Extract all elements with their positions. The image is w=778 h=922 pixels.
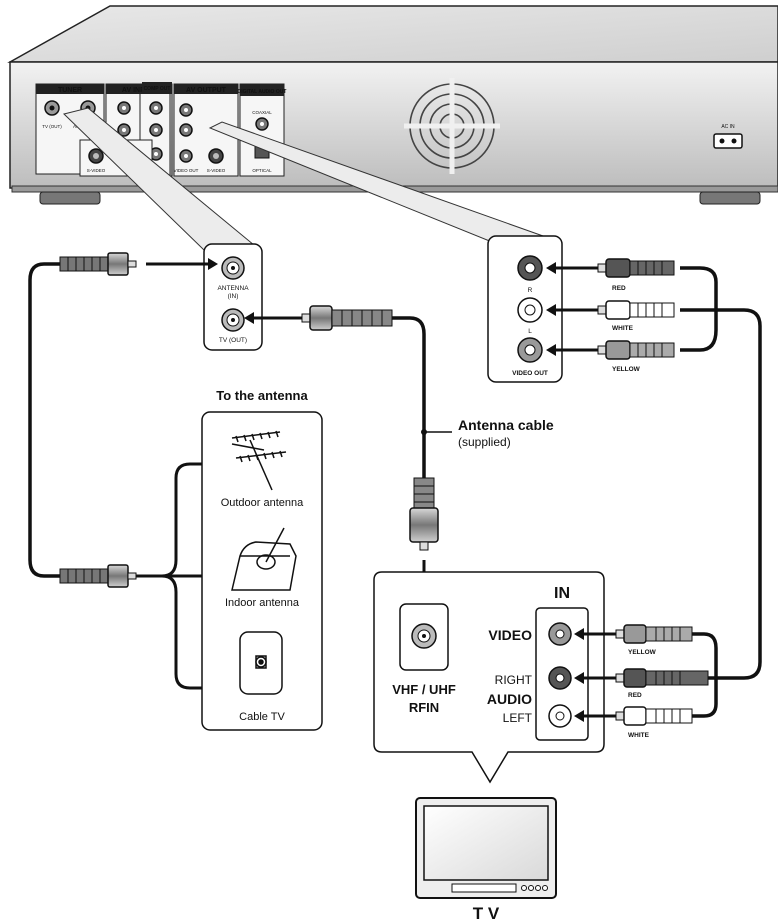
device-foot-left [39, 191, 101, 205]
antenna-in-paren: (IN) [228, 293, 239, 300]
white-cable-label-top: WHITE [612, 325, 634, 332]
white-rca-plug-top [597, 300, 675, 320]
av-input-header: AV INPUT [122, 87, 155, 94]
rf-label-line2: RFIN [409, 700, 439, 715]
av-output-jacks [179, 103, 224, 164]
tv-icon [415, 797, 557, 899]
antenna-callout: ANTENNA (IN) TV (OUT) [203, 243, 263, 351]
tuner-tv-out-label: TV (OUT) [42, 124, 62, 129]
outdoor-antenna-icon [231, 430, 287, 491]
dvd-player-device: TUNER AV INPUT COMP OUT AV OUTPUT DIGITA… [7, 5, 778, 205]
video-out-label: VIDEO OUT [174, 168, 199, 173]
indoor-antenna-label: Indoor antenna [225, 597, 300, 609]
audio-r-jack [517, 255, 543, 281]
rf-label-line1: VHF / UHF [392, 682, 456, 697]
red-rca-plug-bottom [615, 668, 709, 688]
coax-plug-lower [59, 564, 137, 588]
device-foot-right [699, 191, 761, 205]
cooling-fan-icon [404, 78, 500, 174]
tv-right-label: RIGHT [495, 673, 533, 687]
comp-out-header: COMP OUT [144, 86, 171, 92]
tv-video-in-jack [548, 622, 572, 646]
s-video-in-jack [88, 148, 104, 164]
indoor-antenna-icon [231, 527, 297, 591]
red-cable-label-bottom: RED [628, 692, 642, 699]
tuner-tv-out-jack [44, 100, 60, 116]
red-rca-plug-top [597, 258, 675, 278]
tv-audio-left-jack [548, 704, 572, 728]
antenna-in-label: ANTENNA [217, 285, 249, 292]
yellow-rca-plug-top [597, 340, 675, 360]
yellow-rca-plug-bottom [615, 624, 693, 644]
av-output-callout: R L VIDEO OUT [487, 235, 563, 383]
audio-r-label: R [528, 287, 533, 294]
antenna-cable-note: (supplied) [458, 435, 511, 449]
tv-rf-in-jack [411, 623, 437, 649]
tv-out-label: TV (OUT) [219, 337, 247, 344]
white-cable-label-bottom: WHITE [628, 732, 650, 739]
video-out-callout-label: VIDEO OUT [512, 370, 548, 377]
red-cable-label-top: RED [612, 285, 626, 292]
tuner-header: TUNER [58, 87, 82, 94]
yellow-cable-label-top: YELLOW [612, 366, 641, 373]
outdoor-antenna-label: Outdoor antenna [221, 497, 304, 509]
antenna-sources-panel: To the antenna Outdoor antenna Indoor an… [201, 388, 323, 731]
yellow-cable-label-bottom: YELLOW [628, 649, 657, 656]
tv-caption: T V [473, 904, 500, 922]
audio-l-jack [517, 297, 543, 323]
antenna-feed-cable [28, 252, 218, 694]
rca-cable-set-top: RED WHITE YELLOW [546, 258, 762, 680]
cable-tv-wall-outlet-icon [239, 631, 283, 695]
tv-video-label: VIDEO [488, 627, 532, 643]
s-video-label: S-VIDEO [87, 168, 106, 173]
tv-audio-right-jack [548, 666, 572, 690]
ac-in-label: AC IN [721, 124, 735, 130]
tv-audio-label: AUDIO [487, 691, 532, 707]
tv-left-label: LEFT [503, 711, 533, 725]
antenna-in-jack [221, 256, 245, 280]
coaxial-label: COAXIAL [252, 110, 272, 115]
coaxial-jack [255, 117, 269, 131]
rca-cable-set-bottom: YELLOW RED WHITE [574, 624, 718, 739]
tv-in-header: IN [554, 585, 570, 602]
av-output-header: AV OUTPUT [186, 87, 227, 94]
cable-tv-label: Cable TV [239, 711, 285, 723]
coax-plug-tv-out [301, 305, 393, 331]
optical-label: OPTICAL [252, 168, 272, 173]
tv-out-jack [221, 308, 245, 332]
device-top-face [7, 5, 778, 63]
av-input-jacks [117, 101, 163, 161]
digital-audio-header: DIGITAL AUDIO OUT [238, 89, 287, 95]
coax-plug-upper [59, 252, 137, 276]
coax-plug-tv-rf [409, 477, 439, 551]
s-video-out-label: S-VIDEO [207, 168, 226, 173]
video-out-jack [517, 337, 543, 363]
white-rca-plug-bottom [615, 706, 693, 726]
antenna-cable-label: Antenna cable [458, 417, 554, 433]
audio-l-label: L [528, 328, 532, 335]
antenna-panel-title: To the antenna [216, 388, 308, 403]
tv-input-panel: VHF / UHF RFIN IN VIDEO RIGHT AUDIO LEFT [373, 571, 605, 784]
ac-in-socket [713, 133, 743, 149]
antenna-cable-supplied: Antenna cable (supplied) [244, 305, 554, 618]
